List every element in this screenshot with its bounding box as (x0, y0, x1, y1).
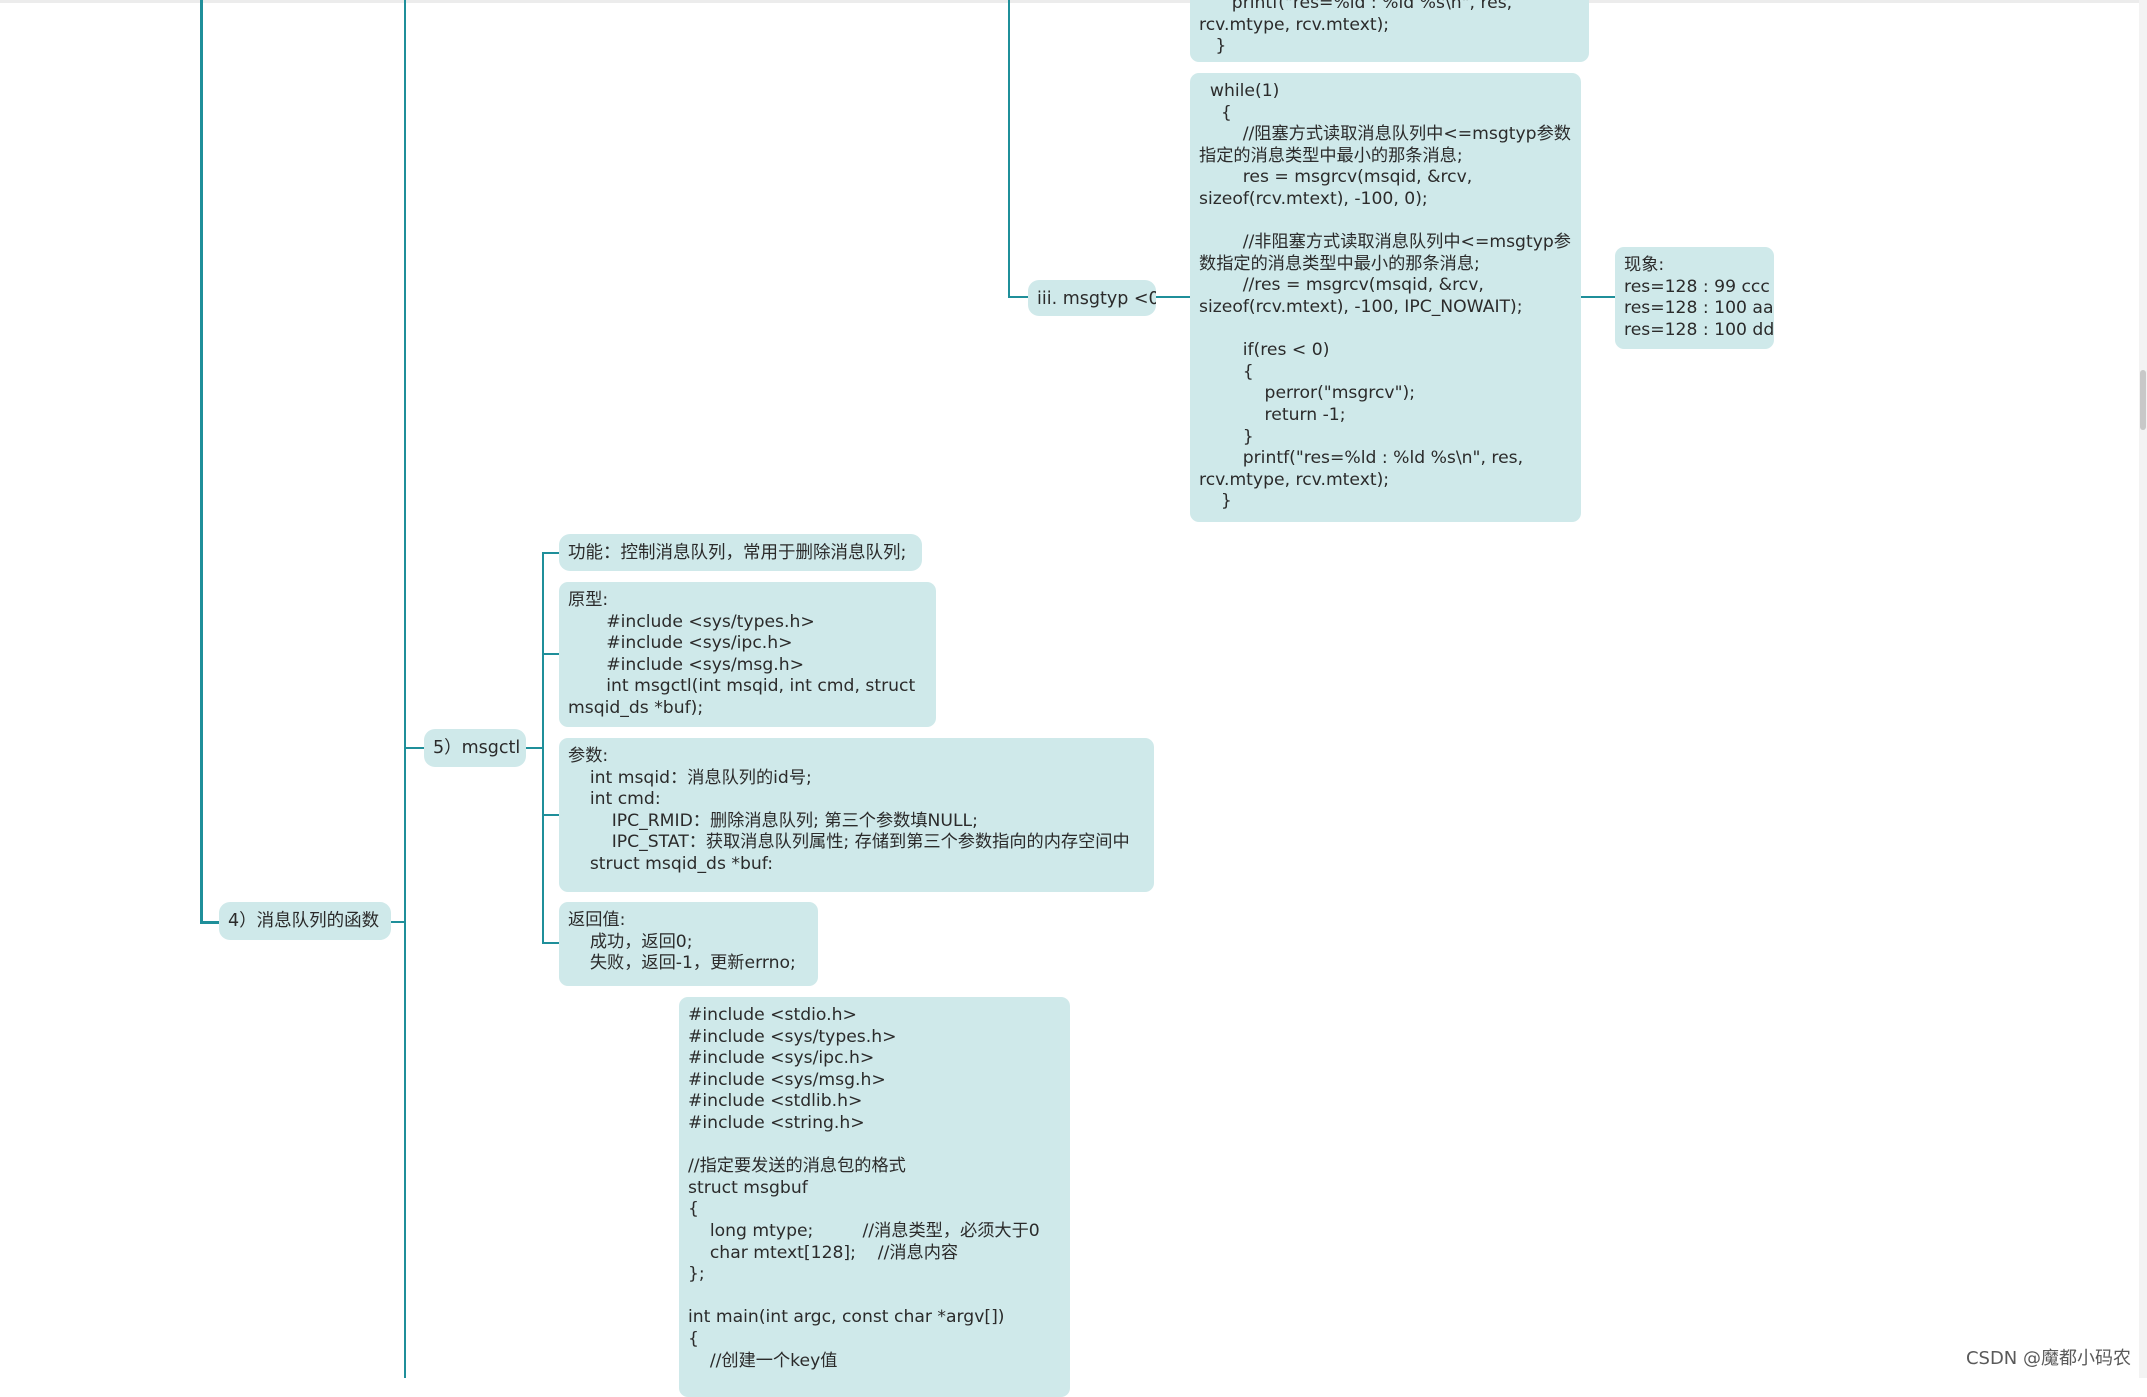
msgctl-node[interactable]: 5）msgctl (424, 729, 526, 767)
queue-functions-node[interactable]: 4）消息队列的函数 (219, 902, 391, 940)
scrollbar-thumb[interactable] (2140, 370, 2146, 430)
connector-line (200, 0, 203, 924)
connector-line (1009, 296, 1028, 298)
connector-line (542, 653, 559, 655)
msgctl-return-node[interactable]: 返回值: 成功，返回0; 失败，返回-1，更新errno; (559, 902, 818, 986)
connector-line (525, 747, 543, 749)
connector-line (542, 942, 559, 944)
msgrcv-printf-code-node[interactable]: printf("res=%ld : %ld %s\n", res, rcv.mt… (1190, 0, 1589, 62)
msgctl-prototype-node[interactable]: 原型: #include <sys/types.h> #include <sys… (559, 582, 936, 727)
connector-line (200, 921, 220, 924)
connector-line (1155, 296, 1190, 298)
msgctl-function-node[interactable]: 功能：控制消息队列，常用于删除消息队列; (559, 534, 922, 571)
connector-line (391, 921, 405, 923)
msgtyp-less-than-zero-node[interactable]: iii. msgtyp <0 (1028, 280, 1156, 316)
connector-line (542, 552, 544, 944)
connector-line (1008, 0, 1010, 298)
msgctl-params-node[interactable]: 参数: int msqid：消息队列的id号; int cmd: IPC_RMI… (559, 738, 1154, 892)
watermark: CSDN @魔都小码农 (1965, 1348, 2131, 1369)
connector-line (404, 0, 406, 1378)
connector-line (1580, 296, 1615, 298)
msgtyp-less-than-zero-code-node[interactable]: while(1) { //阻塞方式读取消息队列中<=msgtyp参数 指定的消息… (1190, 73, 1581, 522)
connector-line (542, 552, 559, 554)
connector-line (405, 747, 424, 749)
example-code-node[interactable]: #include <stdio.h> #include <sys/types.h… (679, 997, 1070, 1397)
top-border (0, 0, 2147, 3)
connector-line (542, 814, 559, 816)
vertical-scrollbar[interactable] (2139, 0, 2147, 1378)
msgtyp-less-than-zero-result-node[interactable]: 现象: res=128 : 99 ccc res=128 : 100 aaa r… (1615, 247, 1774, 349)
